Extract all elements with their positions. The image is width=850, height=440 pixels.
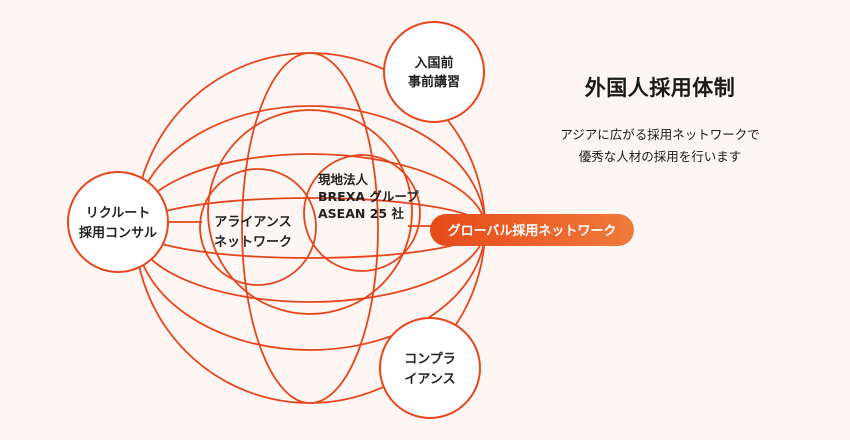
local-label-line3: ASEAN 25 社 <box>318 206 404 221</box>
globe-longitude <box>241 52 379 404</box>
node-recruit: リクルート 採用コンサル <box>67 171 169 273</box>
local-inner-circle <box>303 154 421 272</box>
node-pre-entry-line2: 事前講習 <box>408 74 460 90</box>
alliance-label-line1: アライアンス <box>214 215 291 230</box>
alliance-circle <box>207 109 413 315</box>
node-recruit-line1: リクルート <box>86 206 151 221</box>
alliance-label-line2: ネットワーク <box>214 235 292 250</box>
description-line-2: 優秀な人材の採用を行います <box>578 149 742 164</box>
global-network-pill: グローバル採用ネットワーク <box>430 214 634 246</box>
page-title: 外国人採用体制 <box>584 76 736 100</box>
alliance-inner-circle <box>199 168 317 286</box>
node-compliance-line2: イアンス <box>404 372 455 387</box>
local-label-line1: 現地法人 <box>318 172 369 187</box>
local-label-line2: BREXA グループ <box>318 189 419 204</box>
node-compliance-line1: コンプラ <box>404 352 456 367</box>
node-pre-entry: 入国前 事前講習 <box>383 21 485 123</box>
node-recruit-line2: 採用コンサル <box>79 225 157 241</box>
description-line-1: アジアに広がる採用ネットワークで <box>560 127 760 142</box>
node-pre-entry-line1: 入国前 <box>414 55 453 71</box>
node-compliance: コンプラ イアンス <box>379 317 481 419</box>
global-network-label: グローバル採用ネットワーク <box>448 223 617 239</box>
page-description: アジアに広がる採用ネットワークで 優秀な人材の採用を行います <box>520 124 800 168</box>
